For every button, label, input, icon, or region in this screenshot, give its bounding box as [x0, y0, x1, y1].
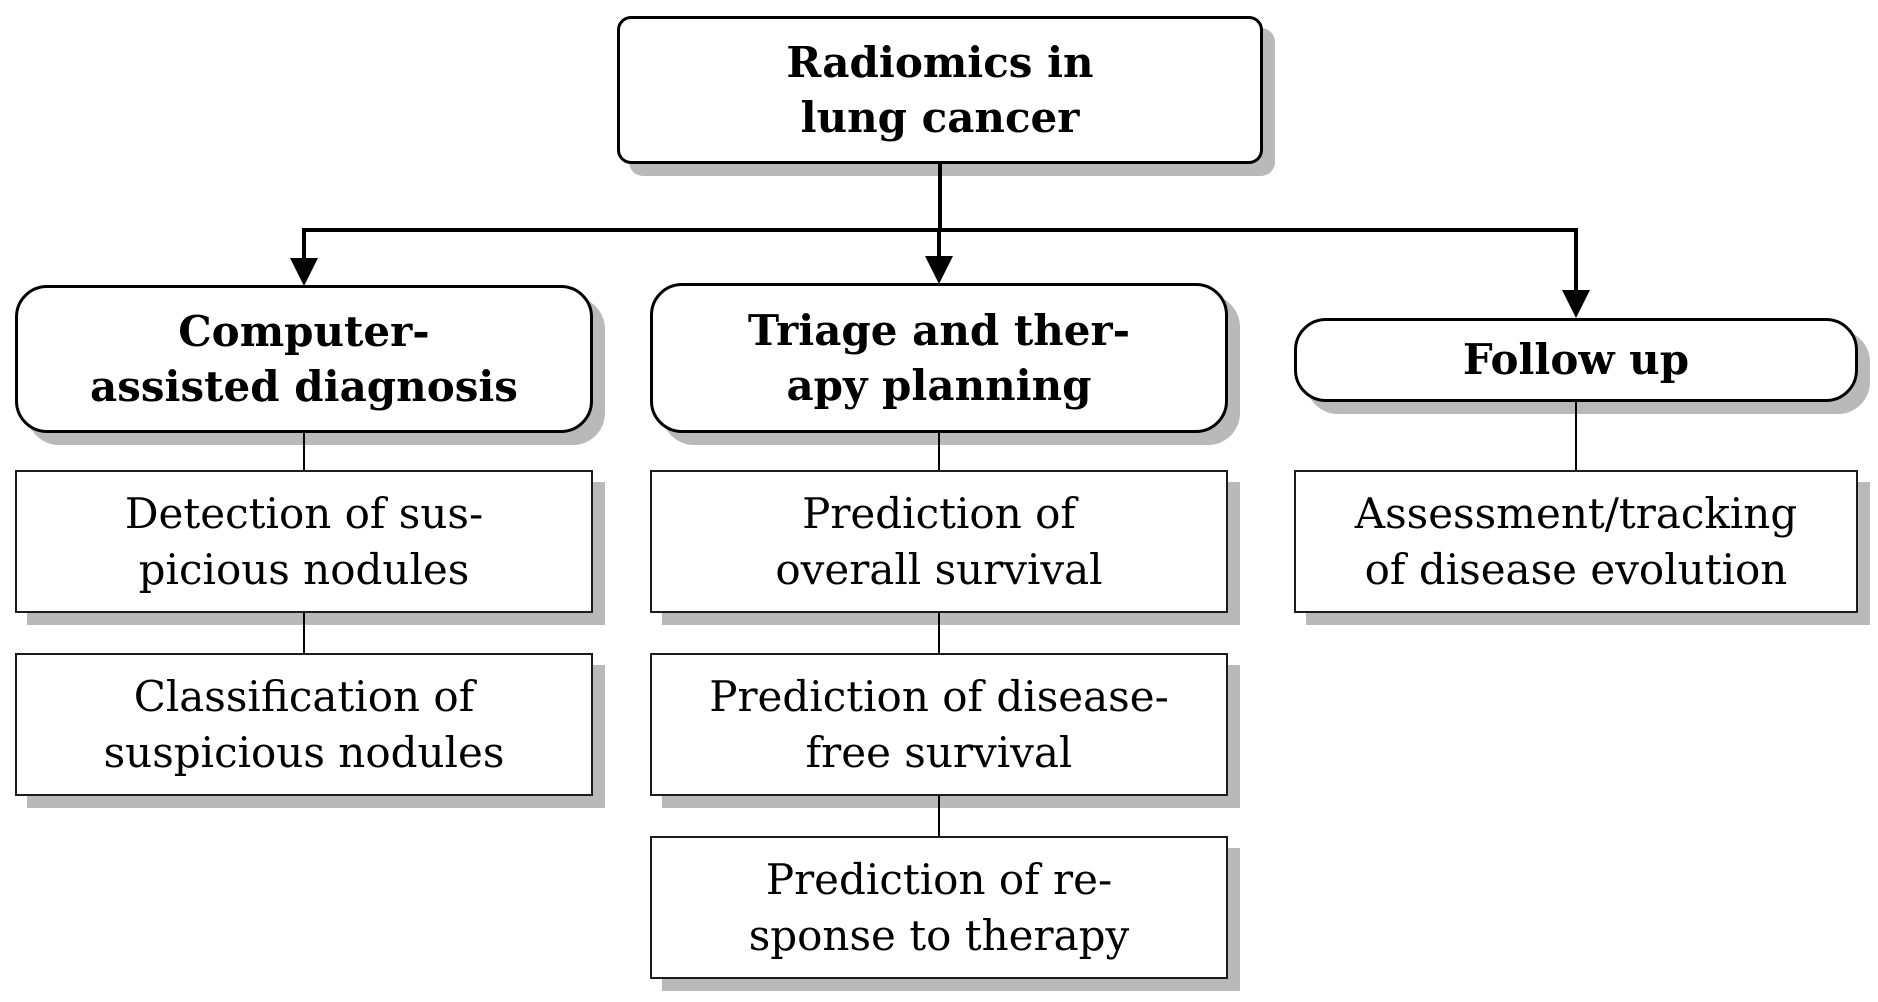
connector-left-branch-stem — [302, 228, 306, 262]
node-prediction-of-response-to-therapy: Prediction of re- sponse to therapy — [650, 836, 1228, 979]
node-prediction-of-overall-survival: Prediction of overall survival — [650, 470, 1228, 613]
node-label: Radiomics in lung cancer — [786, 37, 1094, 142]
node-label: Classification of suspicious nodules — [103, 672, 505, 777]
node-label: Prediction of re- sponse to therapy — [748, 855, 1130, 960]
node-label: Triage and ther- apy planning — [747, 305, 1131, 410]
connector-disease-free-to-response — [938, 796, 940, 836]
connector-middle-branch-stem — [937, 228, 941, 258]
node-label: Assessment/tracking of disease evolution — [1354, 489, 1798, 594]
node-assessment-tracking-of-disease-evolution: Assessment/tracking of disease evolution — [1294, 470, 1858, 613]
connector-right-branch-stem — [1574, 228, 1578, 293]
arrowhead-right-branch — [1562, 290, 1590, 318]
connector-follow-up-to-assessment — [1575, 402, 1577, 470]
node-detection-of-suspicious-nodules: Detection of sus- picious nodules — [15, 470, 593, 613]
node-radiomics-in-lung-cancer: Radiomics in lung cancer — [617, 16, 1263, 164]
node-follow-up: Follow up — [1294, 318, 1858, 402]
node-prediction-of-disease-free-survival: Prediction of disease- free survival — [650, 653, 1228, 796]
arrowhead-middle-branch — [925, 256, 953, 284]
node-label: Detection of sus- picious nodules — [124, 489, 484, 594]
node-label: Computer- assisted diagnosis — [90, 306, 518, 411]
connector-triage-to-overall-survival — [938, 433, 940, 470]
connector-overall-to-disease-free — [938, 613, 940, 653]
node-label: Follow up — [1462, 335, 1690, 385]
node-label: Prediction of overall survival — [775, 489, 1103, 594]
connector-cad-to-detection — [303, 433, 305, 470]
node-computer-assisted-diagnosis: Computer- assisted diagnosis — [15, 285, 593, 433]
node-triage-and-therapy-planning: Triage and ther- apy planning — [650, 283, 1228, 433]
arrowhead-left-branch — [290, 258, 318, 286]
node-label: Prediction of disease- free survival — [709, 672, 1169, 777]
node-classification-of-suspicious-nodules: Classification of suspicious nodules — [15, 653, 593, 796]
connector-detection-to-classification — [303, 613, 305, 653]
connector-root-stem — [938, 164, 942, 230]
